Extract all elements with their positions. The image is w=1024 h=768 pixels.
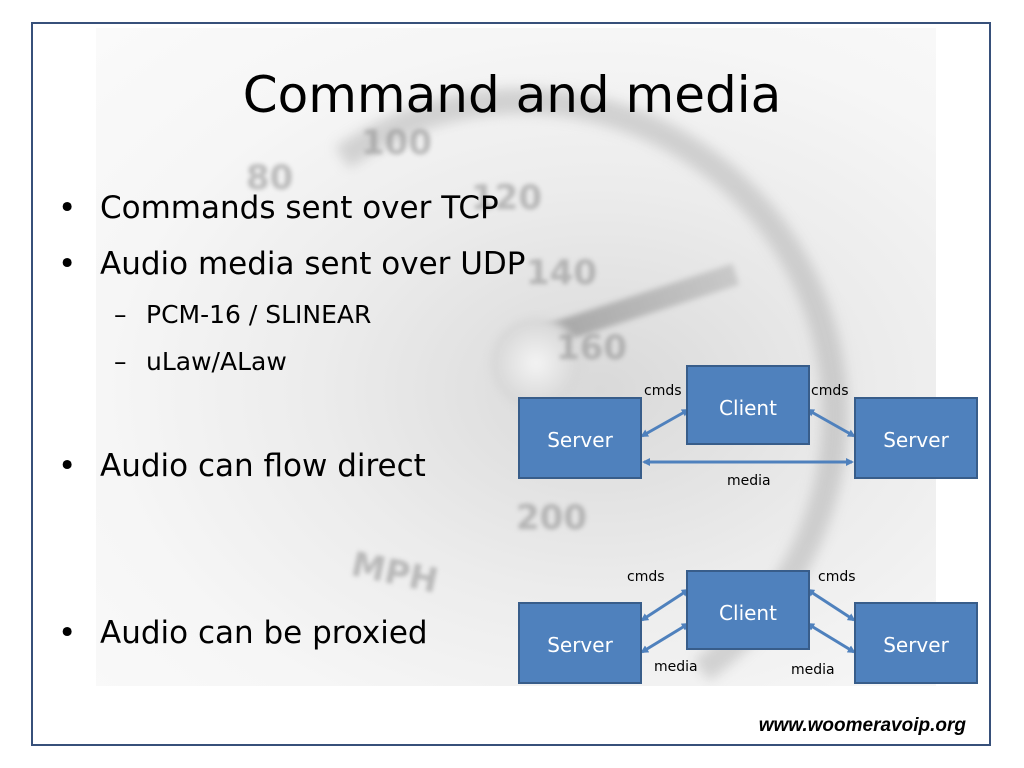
gauge-hub [491, 318, 581, 408]
gauge-number: 100 [361, 123, 432, 163]
gauge-number: 120 [471, 178, 542, 218]
footer-url: www.woomeravoip.org [758, 715, 966, 736]
bullet-marker: • [58, 615, 77, 651]
sub-bullet-item: – uLaw/ALaw [114, 347, 287, 376]
server-label: Server [547, 633, 613, 657]
sub-bullet-text: PCM-16 / SLINEAR [146, 300, 372, 329]
bullet-text: Audio can flow direct [100, 448, 426, 484]
gauge-number: 160 [556, 328, 627, 368]
gauge-number: 80 [246, 158, 294, 198]
bullet-text: Audio media sent over UDP [100, 246, 526, 282]
client-box: Client [686, 570, 810, 650]
client-box: Client [686, 365, 810, 445]
client-label: Client [719, 601, 777, 625]
bullet-marker: • [58, 246, 77, 282]
cmds-label: cmds [818, 569, 856, 585]
client-label: Client [719, 396, 777, 420]
gauge-number: 140 [526, 253, 597, 293]
speedometer-background: 80 100 120 140 160 200 MPH [96, 28, 936, 686]
bullet-item: • Commands sent over TCP [58, 190, 499, 226]
bullet-item: • Audio media sent over UDP [58, 246, 526, 282]
sub-bullet-item: – PCM-16 / SLINEAR [114, 300, 372, 329]
server-box-right: Server [854, 397, 978, 479]
bullet-item: • Audio can be proxied [58, 615, 428, 651]
media-label: media [654, 659, 698, 675]
cmds-label: cmds [811, 383, 849, 399]
bullet-text: Commands sent over TCP [100, 190, 499, 226]
server-box-left: Server [518, 397, 642, 479]
sub-bullet-marker: – [114, 300, 127, 329]
server-label: Server [547, 428, 613, 452]
server-box-right: Server [854, 602, 978, 684]
sub-bullet-text: uLaw/ALaw [146, 347, 287, 376]
bullet-text: Audio can be proxied [100, 615, 428, 651]
bullet-marker: • [58, 190, 77, 226]
bullet-item: • Audio can flow direct [58, 448, 426, 484]
bullet-marker: • [58, 448, 77, 484]
media-label: media [791, 662, 835, 678]
cmds-label: cmds [644, 383, 682, 399]
cmds-label: cmds [627, 569, 665, 585]
server-box-left: Server [518, 602, 642, 684]
sub-bullet-marker: – [114, 347, 127, 376]
server-label: Server [883, 633, 949, 657]
server-label: Server [883, 428, 949, 452]
media-label: media [727, 473, 771, 489]
slide-title: Command and media [242, 66, 782, 124]
gauge-number: 200 [516, 498, 587, 538]
